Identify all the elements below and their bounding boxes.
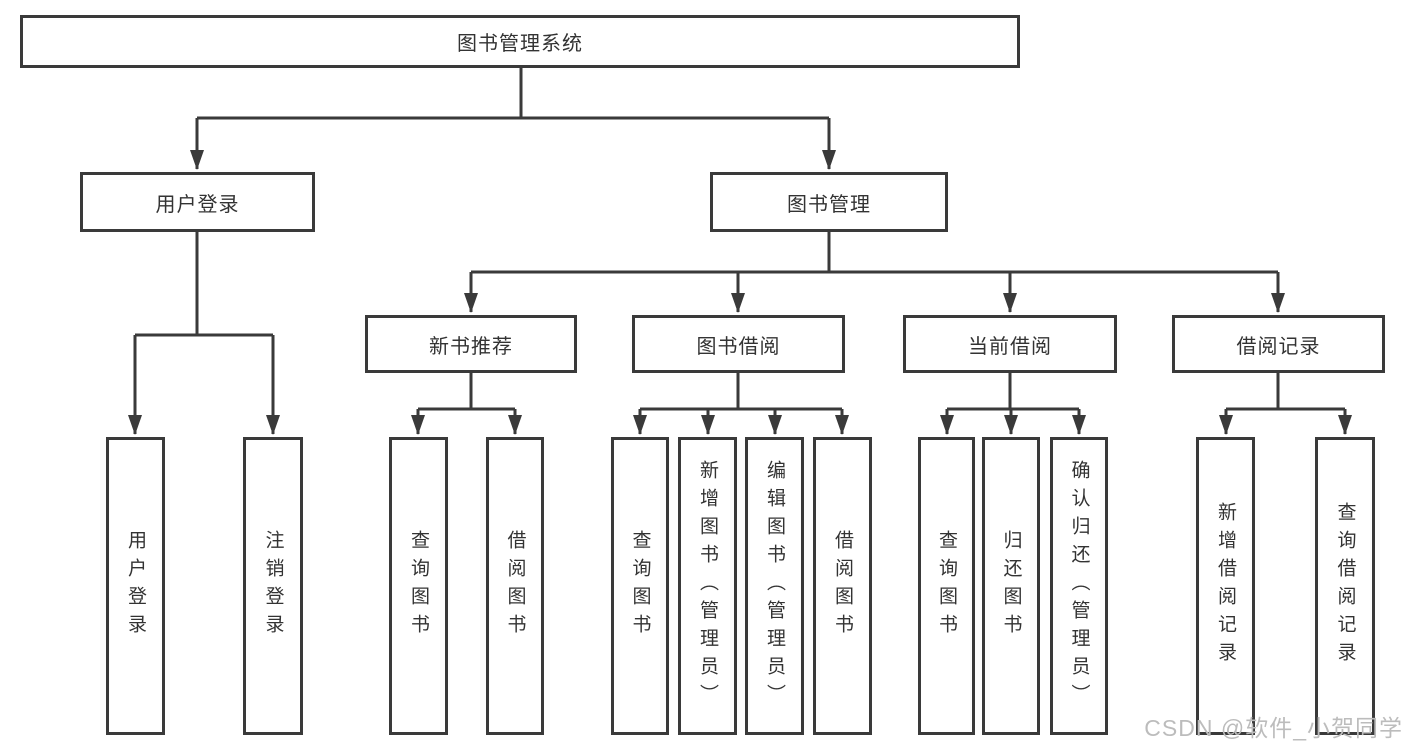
leaf-user-login-label: 用户登录 bbox=[125, 530, 146, 642]
leaf-edit-book-admin-label: 编辑图书（管理员） bbox=[764, 460, 785, 712]
node-new-book-recommend-label: 新书推荐 bbox=[429, 335, 513, 358]
node-new-book-recommend: 新书推荐 bbox=[365, 315, 577, 373]
node-borrow-record-label: 借阅记录 bbox=[1236, 335, 1321, 358]
leaf-return-book: 归还图书 bbox=[982, 437, 1040, 735]
leaf-borrow-book-1: 借阅图书 bbox=[486, 437, 544, 735]
node-book-management: 图书管理 bbox=[710, 172, 948, 232]
leaf-query-book-2: 查询图书 bbox=[611, 437, 669, 735]
node-user-login-label: 用户登录 bbox=[155, 193, 240, 216]
node-current-borrow: 当前借阅 bbox=[903, 315, 1117, 373]
leaf-logout-label: 注销登录 bbox=[262, 530, 284, 642]
leaf-borrow-book-2-label: 借阅图书 bbox=[832, 530, 853, 642]
leaf-query-borrow-record: 查询借阅记录 bbox=[1315, 437, 1375, 735]
node-root-system: 图书管理系统 bbox=[20, 15, 1020, 68]
leaf-add-book-admin-label: 新增图书（管理员） bbox=[697, 460, 718, 712]
leaf-query-book-2-label: 查询图书 bbox=[629, 530, 651, 642]
leaf-query-book-3: 查询图书 bbox=[918, 437, 975, 735]
leaf-add-borrow-record: 新增借阅记录 bbox=[1196, 437, 1255, 735]
leaf-query-book-3-label: 查询图书 bbox=[936, 530, 957, 642]
leaf-user-login: 用户登录 bbox=[106, 437, 165, 735]
node-book-management-label: 图书管理 bbox=[787, 193, 871, 216]
leaf-query-book-1-label: 查询图书 bbox=[408, 530, 429, 642]
leaf-borrow-book-1-label: 借阅图书 bbox=[504, 530, 526, 642]
leaf-borrow-book-2: 借阅图书 bbox=[813, 437, 872, 735]
leaf-query-book-1: 查询图书 bbox=[389, 437, 448, 735]
leaf-confirm-return-admin: 确认归还（管理员） bbox=[1050, 437, 1108, 735]
leaf-logout: 注销登录 bbox=[243, 437, 303, 735]
leaf-add-book-admin: 新增图书（管理员） bbox=[678, 437, 737, 735]
leaf-return-book-label: 归还图书 bbox=[1000, 530, 1022, 642]
node-user-login: 用户登录 bbox=[80, 172, 315, 232]
node-book-borrow-label: 图书借阅 bbox=[696, 335, 781, 358]
csdn-watermark: CSDN @软件_小贺同学 bbox=[1144, 715, 1403, 741]
node-current-borrow-label: 当前借阅 bbox=[968, 335, 1052, 358]
node-root-label: 图书管理系统 bbox=[457, 33, 583, 55]
leaf-add-borrow-record-label: 新增借阅记录 bbox=[1215, 502, 1236, 670]
node-borrow-record: 借阅记录 bbox=[1172, 315, 1385, 373]
leaf-query-borrow-record-label: 查询借阅记录 bbox=[1334, 502, 1356, 670]
leaf-confirm-return-admin-label: 确认归还（管理员） bbox=[1068, 460, 1090, 712]
node-book-borrow: 图书借阅 bbox=[632, 315, 845, 373]
leaf-edit-book-admin: 编辑图书（管理员） bbox=[745, 437, 804, 735]
